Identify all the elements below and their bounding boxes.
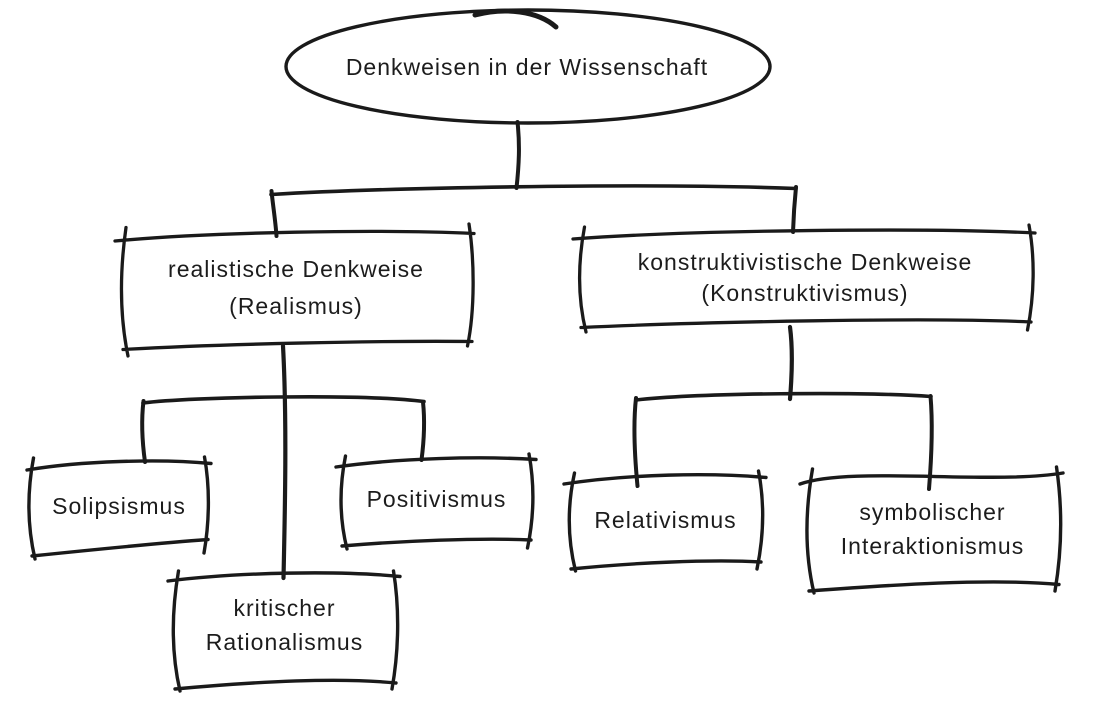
node-solipsismus-text: Solipsismus bbox=[52, 492, 186, 519]
root-ellipse-shape bbox=[284, 8, 772, 125]
node-konstruktivismus-line1: konstruktivistische Denkweise bbox=[637, 249, 973, 275]
box-realismus-shape bbox=[113, 222, 476, 358]
edge-realismus-stem bbox=[280, 343, 288, 581]
node-root-label: Denkweisen in der Wissenschaft bbox=[307, 40, 747, 94]
node-realismus-line1: realistische Denkweise bbox=[168, 256, 424, 282]
edge-drop-realismus bbox=[269, 189, 279, 238]
node-realismus-label: realistische Denkweise (Realismus) bbox=[120, 233, 472, 343]
box-positivismus-shape bbox=[334, 452, 538, 551]
edge-drop-relativismus bbox=[632, 396, 640, 488]
box-kritischer-rationalismus-shape bbox=[166, 569, 402, 693]
edge-konstruktivismus-crossbar bbox=[634, 391, 933, 402]
node-kritischer-rationalismus-line1: kritischer bbox=[233, 595, 336, 621]
node-symbolischer-interaktionismus-label: symbolischer Interaktionismus bbox=[805, 470, 1060, 588]
edge-realismus-crossbar bbox=[141, 395, 426, 405]
node-positivismus-label: Positivismus bbox=[340, 457, 533, 542]
box-symbolischer-interaktionismus-shape bbox=[798, 465, 1065, 595]
node-positivismus-text: Positivismus bbox=[366, 486, 507, 512]
node-relativismus-label: Relativismus bbox=[568, 478, 763, 562]
node-relativismus-text: Relativismus bbox=[594, 506, 737, 533]
edge-drop-solipsismus bbox=[140, 399, 147, 464]
node-konstruktivismus-label: konstruktivistische Denkweise (Konstrukt… bbox=[578, 231, 1032, 325]
node-konstruktivismus-line2: (Konstruktivismus) bbox=[701, 280, 909, 306]
box-konstruktivismus-shape bbox=[571, 223, 1037, 334]
box-relativismus-shape bbox=[562, 469, 768, 573]
edge-root-crossbar bbox=[269, 184, 798, 197]
node-root-text: Denkweisen in der Wissenschaft bbox=[345, 53, 709, 80]
edge-konstruktivismus-stem bbox=[787, 324, 794, 402]
node-solipsismus-label: Solipsismus bbox=[30, 462, 208, 550]
node-kritischer-rationalismus-label: kritischer Rationalismus bbox=[172, 575, 397, 685]
node-symbolischer-interaktionismus-line1: symbolischer bbox=[859, 499, 1006, 525]
node-symbolischer-interaktionismus-line2: Interaktionismus bbox=[840, 533, 1025, 559]
edge-drop-konstruktivismus bbox=[791, 185, 798, 234]
edge-drop-positivismus bbox=[419, 400, 427, 462]
root-ellipse-flourish bbox=[472, 8, 559, 30]
node-realismus-line2: (Realismus) bbox=[229, 293, 363, 319]
node-kritischer-rationalismus-line2: Rationalismus bbox=[205, 629, 364, 655]
edge-drop-symbolischer bbox=[927, 394, 934, 491]
edge-root-stem bbox=[514, 120, 521, 190]
box-solipsismus-shape bbox=[25, 455, 213, 561]
